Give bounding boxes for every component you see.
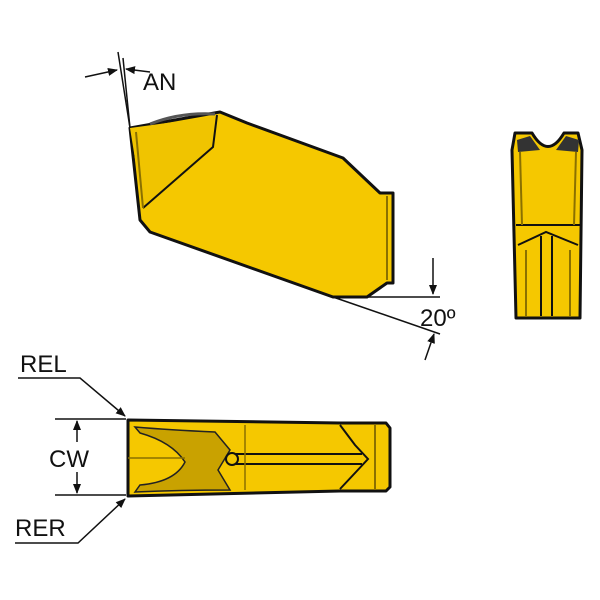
cw-label: CW <box>49 446 89 473</box>
angle-dimension: 20º <box>332 258 456 361</box>
an-label: AN <box>143 69 176 96</box>
insert-main-view <box>128 110 395 299</box>
rer-label: RER <box>15 515 66 542</box>
rel-dimension: REL <box>18 351 126 417</box>
angle-label: 20º <box>420 305 456 332</box>
insert-top-view <box>126 418 392 498</box>
rer-dimension: RER <box>15 498 126 544</box>
cw-dimension: CW <box>49 418 126 496</box>
an-dimension: AN <box>84 51 176 129</box>
rel-label: REL <box>20 351 67 378</box>
insert-side-view <box>510 131 584 320</box>
